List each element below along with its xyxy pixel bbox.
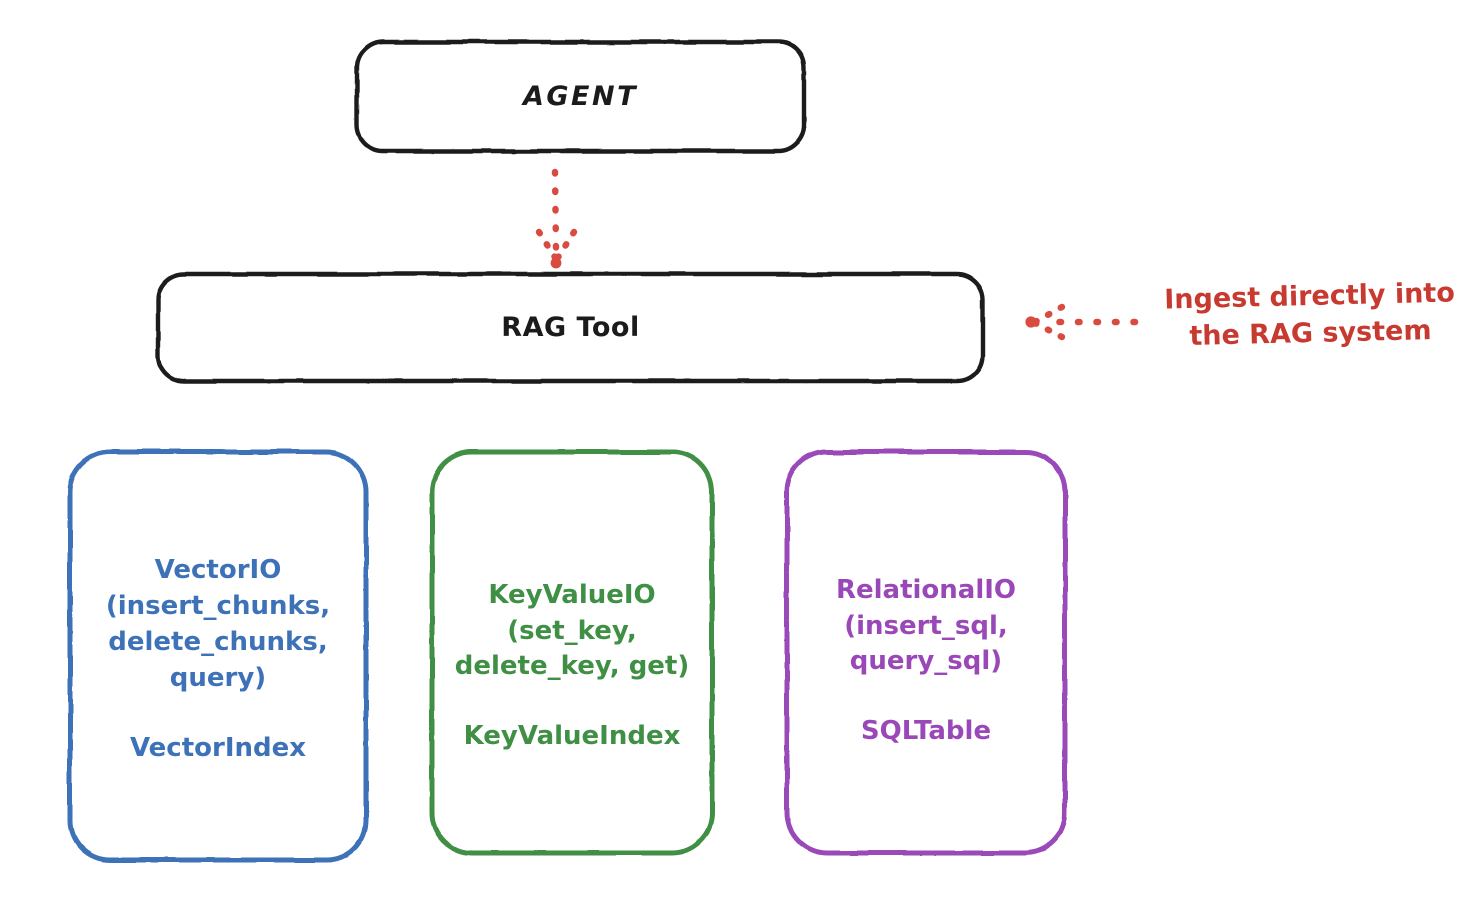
vector-index-label: VectorIndex xyxy=(129,732,307,763)
key-value-io-api-label: KeyValueIO (set_key, delete_key, get) xyxy=(454,579,690,682)
vector-io-api-label: VectorIO (insert_chunks, delete_chunks, … xyxy=(105,555,331,693)
ingest-to-rag-tool-connector xyxy=(1025,303,1139,341)
agent-box-outline[interactable] xyxy=(354,39,807,154)
sql-table-label: SQLTable xyxy=(860,716,992,747)
vector-io-node[interactable]: VectorIO (insert_chunks, delete_chunks, … xyxy=(68,450,368,862)
rag-tool-box-outline[interactable] xyxy=(155,271,986,384)
agent-node[interactable]: AGENT xyxy=(355,40,806,153)
key-value-io-node[interactable]: KeyValueIO (set_key, delete_key, get) Ke… xyxy=(430,450,714,855)
agent-to-rag-tool-connector xyxy=(535,168,578,269)
relational-io-api-label: RelationalIO (insert_sql, query_sql) xyxy=(835,574,1017,677)
rag-tool-label: RAG Tool xyxy=(501,311,640,343)
key-value-index-label: KeyValueIndex xyxy=(463,721,681,752)
relational-io-node[interactable]: RelationalIO (insert_sql, query_sql) SQL… xyxy=(785,450,1067,855)
vector-io-box-outline[interactable] xyxy=(67,449,369,863)
key-value-io-box-outline[interactable] xyxy=(429,449,715,856)
ingest-annotation-label: Ingest directly into the RAG system xyxy=(1163,277,1456,353)
rag-tool-node[interactable]: RAG Tool xyxy=(156,272,985,383)
relational-io-box-outline[interactable] xyxy=(784,449,1068,856)
agent-label: AGENT xyxy=(522,80,638,112)
